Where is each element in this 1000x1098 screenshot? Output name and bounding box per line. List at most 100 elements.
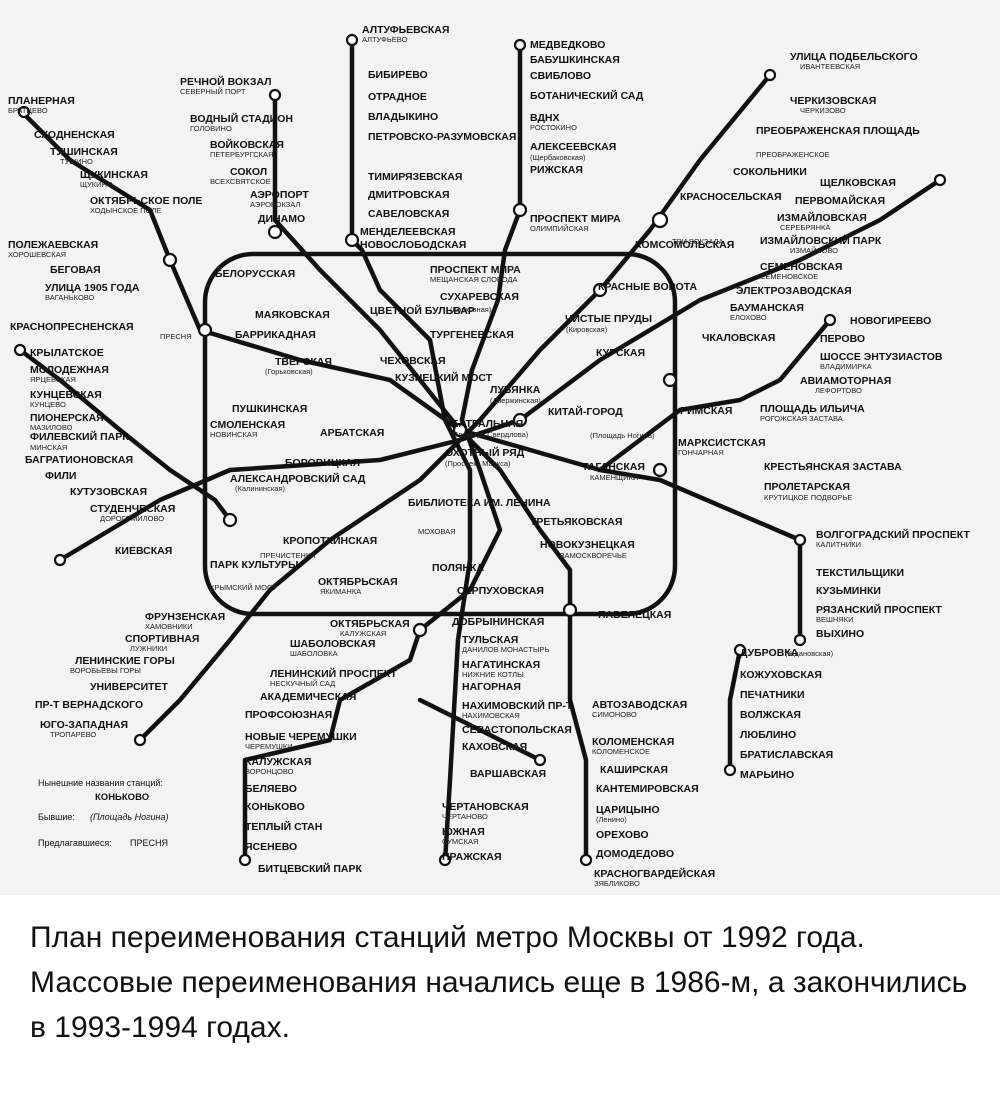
station-label: КАШИРСКАЯ <box>600 764 668 776</box>
station-label-alt: МЕЩАНСКАЯ СЛОБОДА <box>430 275 518 284</box>
station-label-alt: СЕРЕБРЯНКА <box>780 223 830 232</box>
station-label: СЕРПУХОВСКАЯ <box>457 585 544 597</box>
station-label: БАРРИКАДНАЯ <box>235 329 316 341</box>
station-label: ТЕКСТИЛЬЩИКИ <box>816 567 904 579</box>
station-labels: АЛТУФЬЕВСКАЯ АЛТУФЬЕВО БИБИРЕВО ОТРАДНОЕ… <box>8 24 970 888</box>
station-label-alt: БРАТЦЕВО <box>8 106 48 115</box>
station-label-alt: ВСЕХСВЯТСКОЕ <box>210 177 271 186</box>
station-label: ПРОФСОЮЗНАЯ <box>245 709 332 721</box>
station-label-alt: НОВОСЛОБОДСКАЯ <box>360 239 466 251</box>
line-filyovskaya <box>17 347 233 523</box>
station-label-alt: КРУТИЦКОЕ ПОДВОРЬЕ <box>764 493 852 502</box>
station-label-alt: (Дзержинская) <box>490 396 541 405</box>
station-label-alt: НАХИМОВСКАЯ <box>462 711 520 720</box>
station-label: БАУМАНСКАЯ <box>730 302 804 314</box>
station-label: ДУБРОВКА <box>740 647 799 659</box>
station-label: ЯСЕНЕВО <box>245 841 297 853</box>
station-label: КУНЦЕВСКАЯ <box>30 389 102 401</box>
station-label: РИМСКАЯ <box>680 405 732 417</box>
station-label-alt: КУНЦЕВО <box>30 400 66 409</box>
station-label: КАНТЕМИРОВСКАЯ <box>596 783 699 795</box>
station-label: ШАБОЛОВСКАЯ <box>290 638 375 650</box>
station-label-alt: ГОЛОВИНО <box>190 124 232 133</box>
station-label-alt: ХОРОШЕВСКАЯ <box>8 250 66 259</box>
station-label: ИЗМАЙЛОВСКИЙ ПАРК <box>760 234 882 247</box>
station-label: НАГАТИНСКАЯ <box>462 659 540 671</box>
station-label: ПОЛЕЖАЕВСКАЯ <box>8 239 98 251</box>
station-label: АЛЕКСЕЕВСКАЯ <box>530 141 616 153</box>
station-label: САВЕЛОВСКАЯ <box>368 208 449 220</box>
station-label: РЕЧНОЙ ВОКЗАЛ <box>180 75 272 88</box>
station-label: ПЛАНЕРНАЯ <box>8 95 75 107</box>
station-label-alt: (Ждановская) <box>785 649 834 658</box>
station-label-alt: (Площадь Ногина) <box>590 431 655 440</box>
station-label-alt: КАЛИТНИКИ <box>816 540 861 549</box>
line-kaluzhsko-rizhskaya <box>242 42 523 863</box>
station-label-alt: ЯКИМАНКА <box>320 587 361 596</box>
station-label-alt: ОЛИМПИЙСКАЯ <box>530 224 589 233</box>
station-label: НАГОРНАЯ <box>462 681 521 693</box>
station-label: ВОЙКОВСКАЯ <box>210 138 284 151</box>
station-label-alt: НИЖНИЕ КОТЛЫ <box>462 670 524 679</box>
station-label: ФИЛИ <box>45 470 76 482</box>
station-label: ПЕЧАТНИКИ <box>740 689 805 701</box>
station-label: ОРЕХОВО <box>596 829 649 841</box>
station-label-alt: ЯРЦЕВСКАЯ <box>30 375 76 384</box>
station-label: КРАСНОСЕЛЬСКАЯ <box>680 191 782 203</box>
station-label-alt: ЧЕРКИЗОВО <box>800 106 846 115</box>
station-markers <box>13 33 947 867</box>
station-label: ОКТЯБРЬСКАЯ <box>330 618 410 630</box>
station-label: КИТАЙ-ГОРОД <box>548 405 623 418</box>
station-label: КРОПОТКИНСКАЯ <box>283 535 377 547</box>
station-label-alt: (Калининская) <box>235 484 286 493</box>
station-label: ВЛАДЫКИНО <box>368 111 438 123</box>
station-label: ПР-Т ВЕРНАДСКОГО <box>35 699 143 711</box>
metro-map: АЛТУФЬЕВСКАЯ АЛТУФЬЕВО БИБИРЕВО ОТРАДНОЕ… <box>0 0 1000 895</box>
station-label: ВАРШАВСКАЯ <box>470 768 546 780</box>
station-label: СХОДНЕНСКАЯ <box>34 129 115 141</box>
station-label: ЧЕХОВСКАЯ <box>380 355 446 367</box>
station-label: ЛЕНИНСКИЙ ПРОСПЕКТ <box>270 667 397 680</box>
station-label-alt: ГОНЧАРНАЯ <box>678 448 724 457</box>
station-label: КОМСОМОЛЬСКАЯ <box>635 239 734 251</box>
station-label: ПЕРВОМАЙСКАЯ <box>795 194 885 207</box>
station-label: КРАСНЫЕ ВОРОТА <box>598 281 697 293</box>
station-label: МАЯКОВСКАЯ <box>255 309 330 321</box>
station-label-alt: ВОРОНЦОВО <box>245 767 294 776</box>
station-label-alt: ЧЕРЕМУШКИ <box>245 742 293 751</box>
station-label: ПРЕОБРАЖЕНСКАЯ ПЛОЩАДЬ <box>756 125 920 137</box>
station-label: ЧИСТЫЕ ПРУДЫ <box>565 313 652 325</box>
station-label: МЕДВЕДКОВО <box>530 39 605 51</box>
station-label: НОВОГИРЕЕВО <box>850 315 931 327</box>
station-label: ЛУБЯНКА <box>490 384 541 396</box>
station-label: АКАДЕМИЧЕСКАЯ <box>260 691 356 703</box>
station-label: ТВЕРСКАЯ <box>275 356 332 368</box>
station-label: КУЗНЕЦКИЙ МОСТ <box>395 371 493 384</box>
station-label: ТЕПЛЫЙ СТАН <box>245 820 322 833</box>
station-label: РЯЗАНСКИЙ ПРОСПЕКТ <box>816 603 942 616</box>
station-label-alt: ИЗМАЙЛОВО <box>790 246 838 255</box>
station-label: СВИБЛОВО <box>530 70 591 82</box>
station-label: БЕЛОРУССКАЯ <box>215 268 295 280</box>
caption: План переименования станций метро Москвы… <box>30 921 968 1044</box>
station-label-alt: ТРИ ВОКЗАЛА <box>672 237 724 246</box>
station-label-alt: ЛУЖНИКИ <box>130 644 167 653</box>
station-label-alt: ЗЯБЛИКОВО <box>594 879 640 888</box>
station-label: ПРАЖСКАЯ <box>442 851 502 863</box>
station-label: ДИНАМО <box>258 213 305 225</box>
station-label-alt: ВАГАНЬКОВО <box>45 293 95 302</box>
station-label: ОКТЯБРЬСКАЯ <box>318 576 398 588</box>
station-label: СМОЛЕНСКАЯ <box>210 419 285 431</box>
station-label: БИБЛИОТЕКА ИМ. ЛЕНИНА <box>408 497 551 509</box>
station-label: БАБУШКИНСКАЯ <box>530 54 620 66</box>
station-label-alt: АЛТУФЬЕВО <box>362 35 408 44</box>
station-label-alt: ВЛАДИМИРКА <box>820 362 872 371</box>
line-kalininskaya <box>597 317 833 473</box>
station-label-alt: НЕСКУЧНЫЙ САД <box>270 679 335 688</box>
station-label: АВИАМОТОРНАЯ <box>800 375 891 387</box>
station-label-alt: ТУШИНО <box>60 157 93 166</box>
station-label-alt: КОЛОМЕНСКОЕ <box>592 747 650 756</box>
station-label: КОЛОМЕНСКАЯ <box>592 736 674 748</box>
station-label: ДОБРЫНИНСКАЯ <box>452 616 544 628</box>
legend-current-example: КОНЬКОВО <box>95 792 149 803</box>
